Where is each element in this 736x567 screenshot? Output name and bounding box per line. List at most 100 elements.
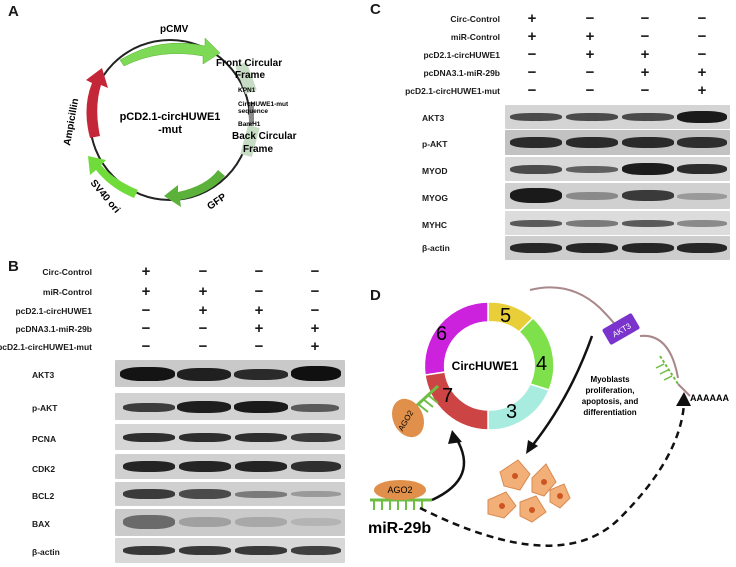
ago2-free-shape: [374, 480, 426, 500]
sign: −: [198, 338, 208, 355]
condition-label-mir-control: miR-Control: [450, 32, 500, 42]
condition-label-pcdna-mir29b: pcDNA3.1-miR-29b: [15, 324, 92, 334]
segment-number-4: 4: [536, 353, 547, 375]
back-frame-block: [240, 124, 260, 158]
condition-label-pcd-circhuwe1: pcD2.1-circHUWE1: [423, 50, 500, 60]
plasmid-name: pCD2.1-circHUWE1: [120, 111, 221, 123]
sign: +: [310, 338, 320, 355]
blot-label-myhc: MYHC: [422, 220, 448, 230]
blot-label-myog: MYOG: [422, 193, 448, 203]
sign: −: [527, 46, 537, 63]
blot-label-p-akt: p-AKT: [422, 139, 448, 149]
binding-site: [655, 355, 679, 385]
front-frame-label-2: Frame: [235, 70, 265, 81]
mrna-line: [529, 286, 619, 329]
blot-label-p-akt: p-AKT: [32, 403, 58, 413]
front-frame-label: Front Circular: [216, 58, 282, 69]
sign: −: [254, 263, 264, 280]
panel-letter-b: B: [8, 258, 19, 275]
blot-strip-bcl2: [115, 482, 345, 506]
sign: +: [310, 320, 320, 337]
condition-label-pcd-circhuwe1-mut: pcD2.1-circHUWE1-mut: [405, 86, 500, 96]
ampicillin-arrow: [86, 68, 108, 138]
blot-label-pcna: PCNA: [32, 434, 57, 444]
sign: −: [141, 338, 151, 355]
sign: −: [640, 10, 650, 27]
ago2-bound-shape: [391, 398, 425, 438]
panel-letter-a: A: [8, 3, 19, 20]
panel-letter-c: C: [370, 1, 381, 18]
condition-label-pcdna-mir29b: pcDNA3.1-miR-29b: [423, 68, 500, 78]
sign: −: [310, 263, 320, 280]
sign: −: [585, 82, 595, 99]
blot-label-bax: BAX: [32, 519, 50, 529]
sign: −: [697, 10, 707, 27]
circhuwe1-ring: CircHUWE1 5 4 3 6 7: [423, 301, 555, 431]
panel-letter-d: D: [370, 287, 381, 304]
kpn1-label: KPN1: [238, 87, 256, 94]
ring-segment-3: [487, 383, 550, 431]
segment-number-3: 3: [506, 401, 517, 423]
segment-number-6: 6: [436, 323, 447, 345]
sign: +: [141, 283, 151, 300]
sign: −: [141, 302, 151, 319]
mrna-line-tail: [639, 334, 679, 379]
blot-label-beta-actin: β-actin: [422, 243, 450, 253]
sign: +: [198, 302, 208, 319]
outcome-text-2: proliferation,: [586, 386, 635, 395]
back-frame-label-2: Frame: [243, 144, 273, 155]
condition-label-pcd-circhuwe1-mut: pcD2.1-circHUWE1-mut: [0, 342, 92, 352]
blot-label-akt3: AKT3: [422, 113, 445, 123]
sign: +: [640, 46, 650, 63]
sign: −: [198, 320, 208, 337]
sign: +: [527, 28, 537, 45]
condition-label-circ-control: Circ-Control: [450, 14, 500, 24]
sign: +: [141, 263, 151, 280]
sign: −: [198, 263, 208, 280]
blot-strip-akt3: [505, 105, 730, 129]
sign: −: [254, 338, 264, 355]
sign: +: [254, 320, 264, 337]
sign: −: [640, 82, 650, 99]
blot-strip-myhc: [505, 211, 730, 235]
sign: −: [527, 64, 537, 81]
blot-strip-beta-actin: [505, 236, 730, 260]
sequence-label: CircHUWE1-mut: [238, 101, 289, 108]
sign: +: [697, 64, 707, 81]
blot-strip-myod: [505, 157, 730, 181]
pcmv-arrow: [119, 37, 221, 67]
blot-label-bcl2: BCL2: [32, 491, 55, 501]
gfp-arrow: [164, 170, 225, 207]
condition-label-pcd-circhuwe1: pcD2.1-circHUWE1: [15, 306, 92, 316]
sign: −: [640, 28, 650, 45]
blot-label-myod: MYOD: [422, 166, 448, 176]
blot-strip-myog: [505, 183, 730, 209]
back-frame-label: Back Circular: [232, 131, 297, 142]
blot-strip-pcna: [115, 424, 345, 450]
sv40-arrow: [88, 156, 138, 198]
sign: +: [585, 28, 595, 45]
akt3-block: [602, 313, 640, 345]
sign: −: [585, 10, 595, 27]
sign: −: [585, 64, 595, 81]
sign: −: [310, 302, 320, 319]
sequence-label-2: sequence: [238, 108, 268, 115]
arrow-to-mrna: [419, 403, 686, 547]
sign: −: [527, 82, 537, 99]
sign: −: [141, 320, 151, 337]
ring-bound-mirna: [412, 384, 440, 413]
sign: −: [254, 283, 264, 300]
outcome-text-4: differentiation: [583, 408, 636, 417]
plasmid-map: pCD2.1-circHUWE1 -mut pCMV Front Circula…: [62, 24, 297, 216]
ring-segment-6: [423, 301, 489, 376]
blot-label-cdk2: CDK2: [32, 464, 56, 474]
mechanism-diagram: CircHUWE1 5 4 3 6 7 AGO2 AKT3 AAAAAA Myo…: [368, 286, 729, 547]
sign: −: [697, 46, 707, 63]
sign: +: [198, 283, 208, 300]
sign: −: [697, 28, 707, 45]
ago2-free-label: AGO2: [387, 485, 412, 495]
blot-strip-p-akt: [115, 393, 345, 420]
free-mirna: [370, 498, 432, 510]
sign: +: [697, 82, 707, 99]
segment-number-7: 7: [442, 385, 453, 407]
